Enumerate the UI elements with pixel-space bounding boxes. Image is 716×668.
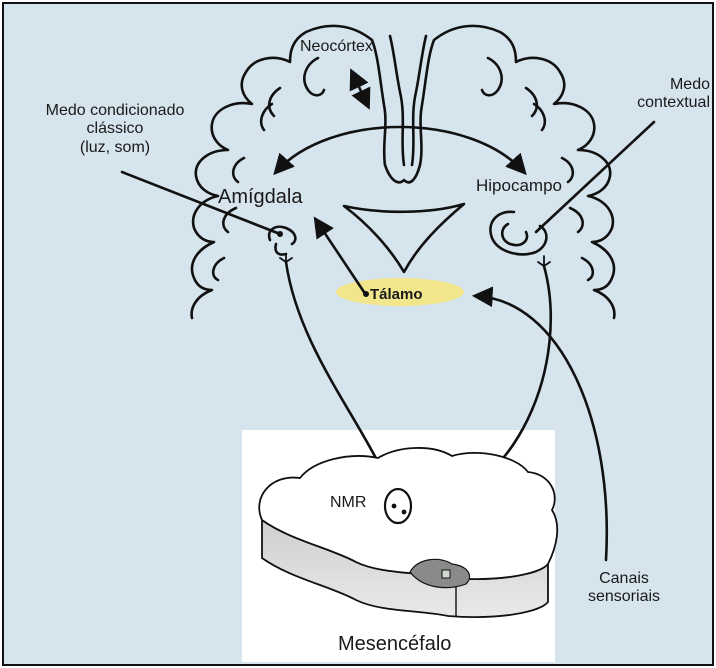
classical-fear-line-3: (luz, som) xyxy=(22,139,208,157)
sensory-channels-line-1: Canais xyxy=(574,570,674,588)
nmr-dot-1 xyxy=(392,504,397,509)
amygdala-label: Amígdala xyxy=(218,186,303,209)
contextual-fear-line-1: Medo xyxy=(614,76,710,94)
lesion-marker xyxy=(442,570,450,578)
midbrain-label: Mesencéfalo xyxy=(338,633,451,656)
classical-fear-line-2: clássico xyxy=(22,120,208,138)
nmr-nucleus xyxy=(385,489,411,523)
contextual-fear-label: Medo contextual xyxy=(614,76,710,113)
hippocampus-label: Hipocampo xyxy=(476,176,562,196)
nmr-dot-2 xyxy=(402,510,407,515)
neocortex-label: Neocórtex xyxy=(300,38,373,56)
contextual-fear-line-2: contextual xyxy=(614,94,710,112)
sensory-channels-label: Canais sensoriais xyxy=(574,570,674,607)
classical-fear-line-1: Medo condicionado xyxy=(22,102,208,120)
classical-fear-label: Medo condicionado clássico (luz, som) xyxy=(22,102,208,157)
nmr-label: NMR xyxy=(330,494,366,512)
sensory-channels-line-2: sensoriais xyxy=(574,588,674,606)
thalamus-label: Tálamo xyxy=(370,286,423,303)
classical-fear-dot xyxy=(277,231,283,237)
